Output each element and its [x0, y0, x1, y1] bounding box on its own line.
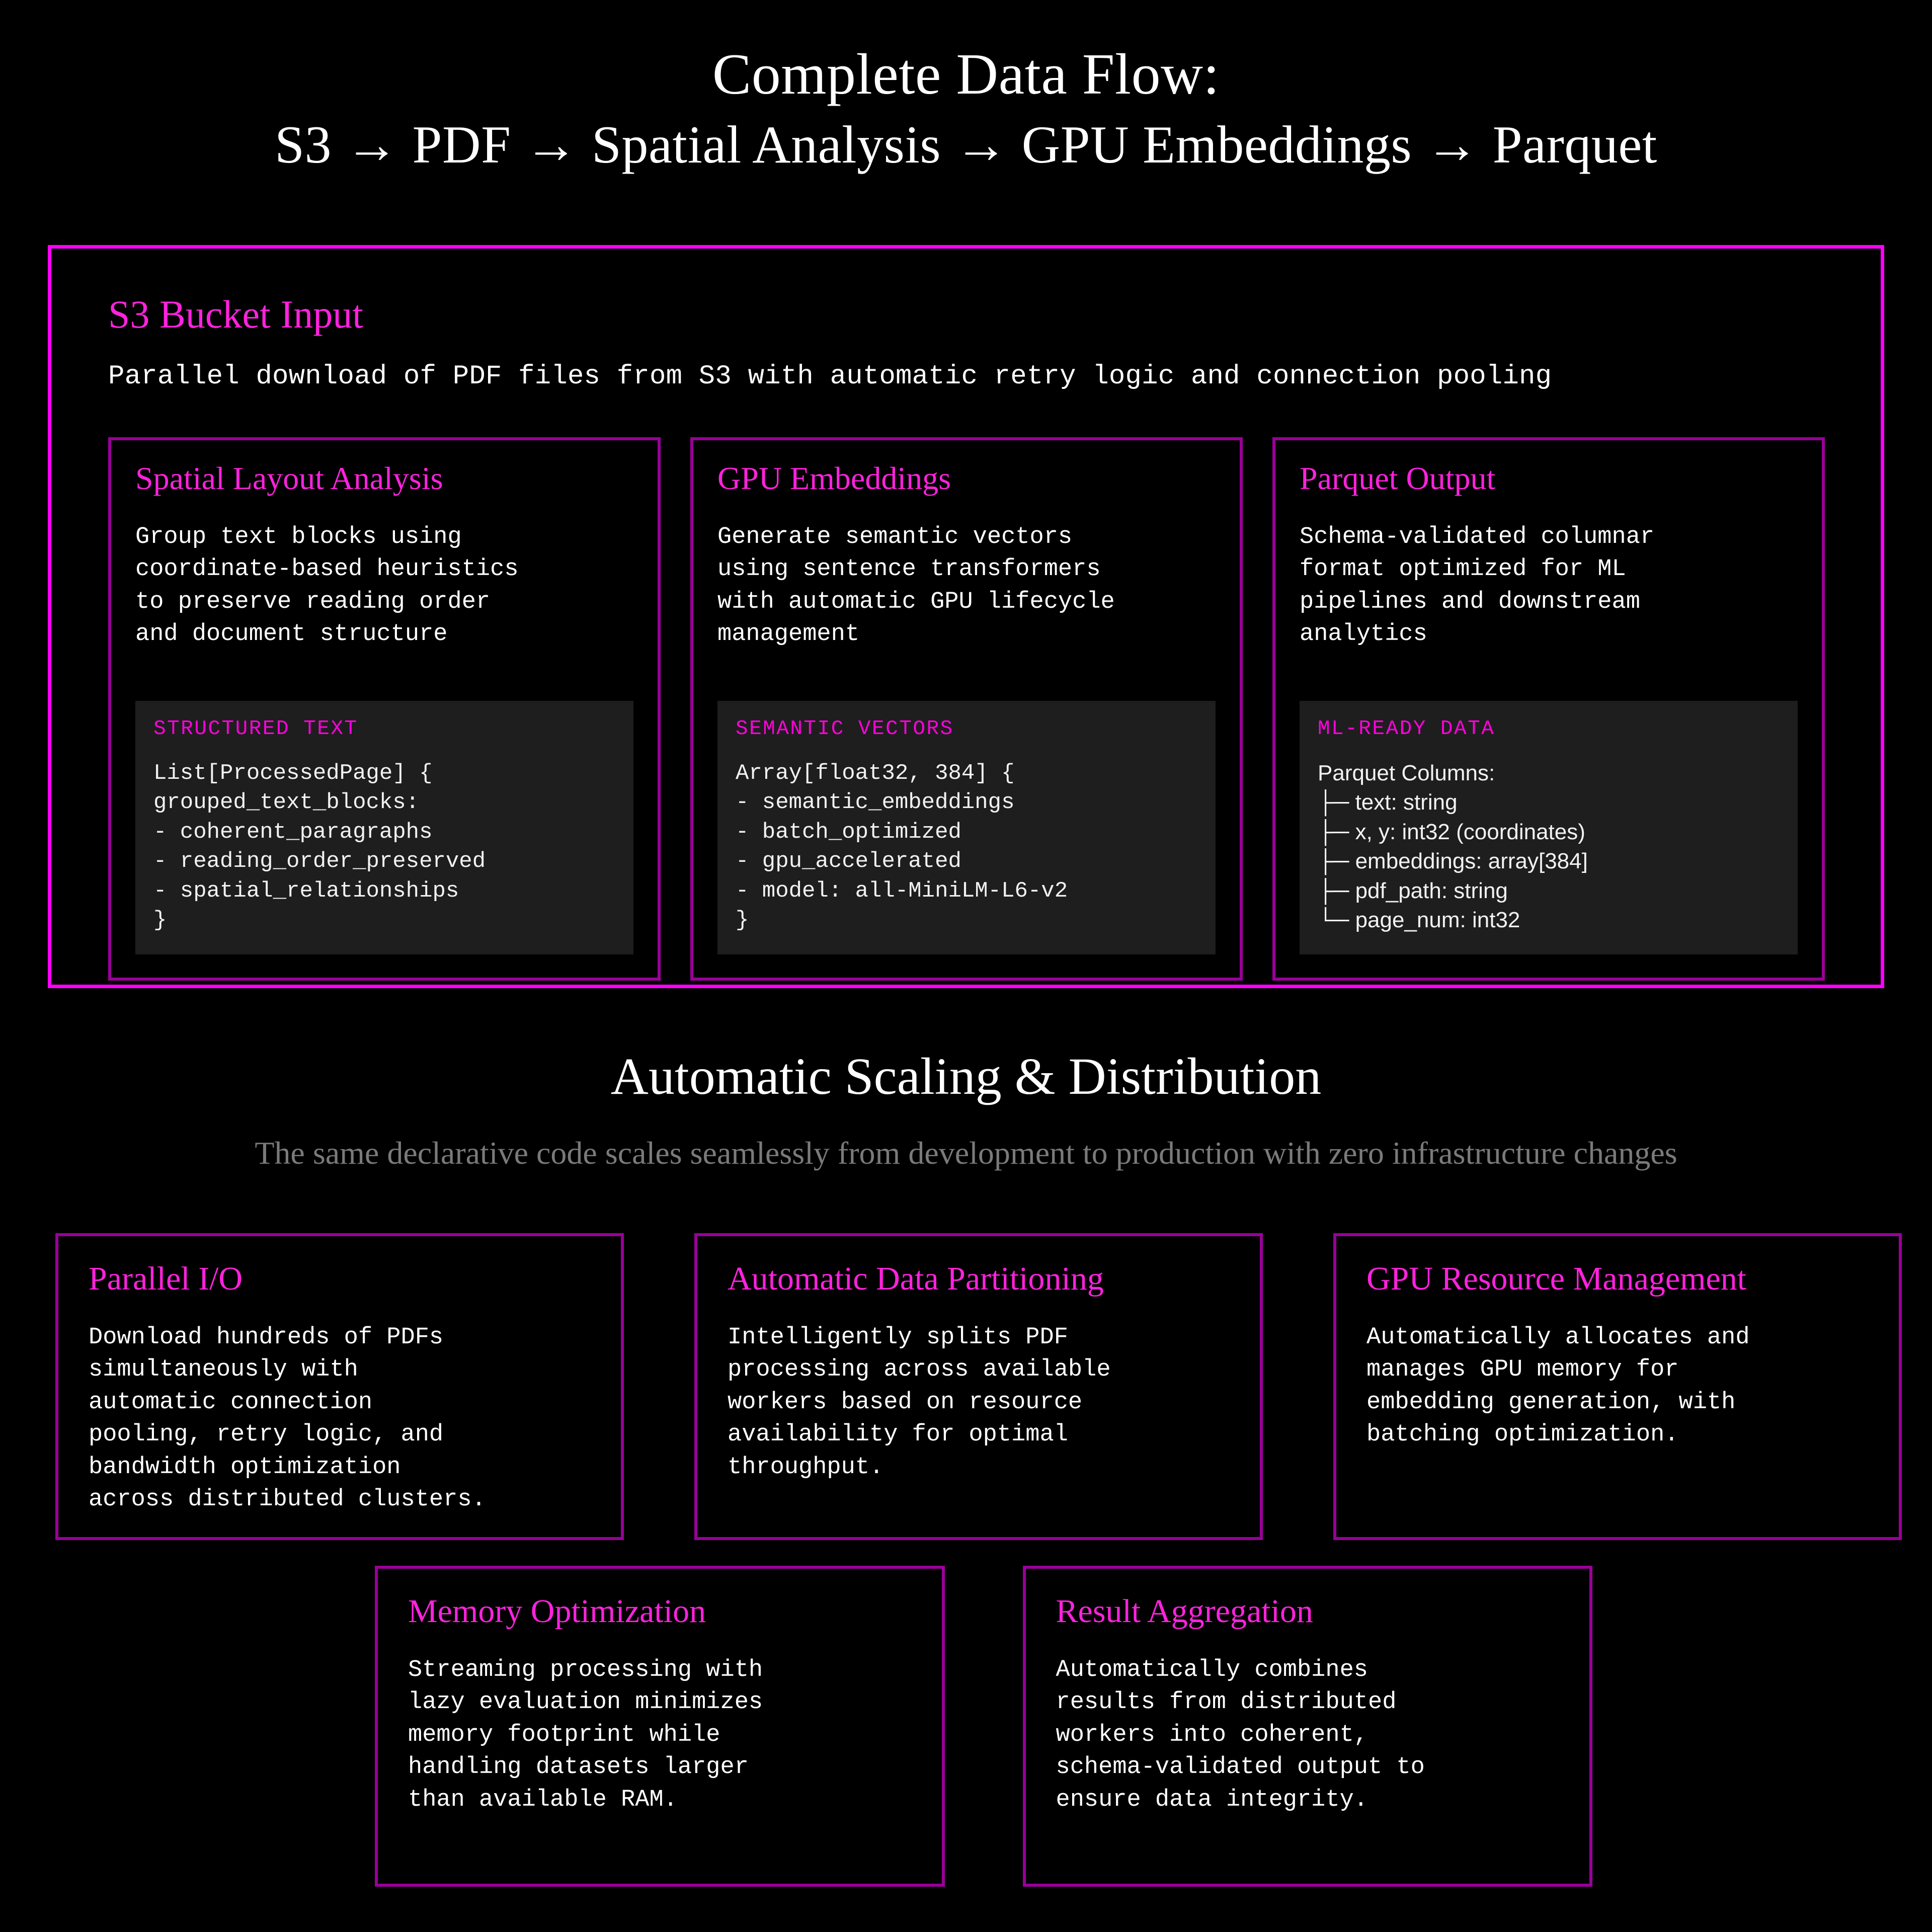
stage-card-row: Spatial Layout Analysis Group text block…: [108, 437, 1825, 981]
stage-description: Group text blocks using coordinate-based…: [135, 524, 519, 648]
feature-description: Streaming processing with lazy evaluatio…: [408, 1657, 763, 1813]
feature-description: Download hundreds of PDFs simultaneously…: [89, 1324, 486, 1513]
page-title-line-2: S3 → PDF → Spatial Analysis → GPU Embedd…: [275, 115, 1657, 174]
stage-card-gpu-embeddings[interactable]: GPU Embeddings Generate semantic vectors…: [690, 437, 1243, 981]
feature-card-result-aggregation[interactable]: Result Aggregation Automatically combine…: [1022, 1566, 1592, 1887]
stage-description: Schema-validated columnar format optimiz…: [1300, 524, 1655, 648]
code-box-body: List[ProcessedPage] { grouped_text_block…: [153, 760, 486, 933]
code-box: SEMANTIC VECTORS Array[float32, 384] { -…: [717, 700, 1216, 954]
feature-card-gpu-resource-management[interactable]: GPU Resource Management Automatically al…: [1333, 1233, 1902, 1540]
stage-title: Spatial Layout Analysis: [135, 460, 443, 496]
feature-description: Automatically allocates and manages GPU …: [1366, 1324, 1750, 1448]
flow-heading: S3 Bucket Input: [108, 292, 363, 336]
feature-row-top: Parallel I/O Download hundreds of PDFs s…: [55, 1233, 1902, 1540]
code-box-label: SEMANTIC VECTORS: [736, 717, 954, 741]
stage-card-spatial-layout-analysis[interactable]: Spatial Layout Analysis Group text block…: [108, 437, 661, 981]
code-box-label: STRUCTURED TEXT: [153, 717, 358, 741]
scaling-section-subtitle: The same declarative code scales seamles…: [255, 1135, 1677, 1171]
feature-title: Automatic Data Partitioning: [728, 1260, 1104, 1297]
feature-card-memory-optimization[interactable]: Memory Optimization Streaming processing…: [375, 1566, 945, 1887]
feature-title: GPU Resource Management: [1366, 1260, 1747, 1297]
code-box-body: Parquet Columns: ├─ text: string ├─ x, y…: [1318, 760, 1588, 933]
feature-title: Parallel I/O: [89, 1260, 243, 1297]
page-title-line-1: Complete Data Flow:: [712, 42, 1220, 107]
data-flow-container: S3 Bucket Input Parallel download of PDF…: [48, 245, 1884, 988]
stage-title: GPU Embeddings: [717, 460, 951, 496]
feature-card-parallel-io[interactable]: Parallel I/O Download hundreds of PDFs s…: [55, 1233, 624, 1540]
stage-description: Generate semantic vectors using sentence…: [717, 524, 1115, 648]
code-box-label: ML-READY DATA: [1318, 717, 1495, 741]
stage-card-parquet-output[interactable]: Parquet Output Schema-validated columnar…: [1272, 437, 1825, 981]
scaling-section-title: Automatic Scaling & Distribution: [610, 1048, 1322, 1105]
stage-title: Parquet Output: [1300, 460, 1496, 496]
code-box: STRUCTURED TEXT List[ProcessedPage] { gr…: [135, 700, 633, 954]
feature-description: Intelligently splits PDF processing acro…: [728, 1324, 1111, 1481]
feature-title: Result Aggregation: [1056, 1593, 1313, 1630]
feature-description: Automatically combines results from dist…: [1056, 1657, 1425, 1813]
code-box-body: Array[float32, 384] { - semantic_embeddi…: [736, 760, 1068, 933]
feature-row-bottom: Memory Optimization Streaming processing…: [375, 1566, 1592, 1887]
page-header: Complete Data Flow: S3 → PDF → Spatial A…: [0, 0, 1932, 179]
feature-title: Memory Optimization: [408, 1593, 706, 1630]
feature-card-automatic-data-partitioning[interactable]: Automatic Data Partitioning Intelligentl…: [694, 1233, 1263, 1540]
code-box: ML-READY DATA Parquet Columns: ├─ text: …: [1300, 700, 1798, 954]
flow-description: Parallel download of PDF files from S3 w…: [108, 361, 1552, 392]
